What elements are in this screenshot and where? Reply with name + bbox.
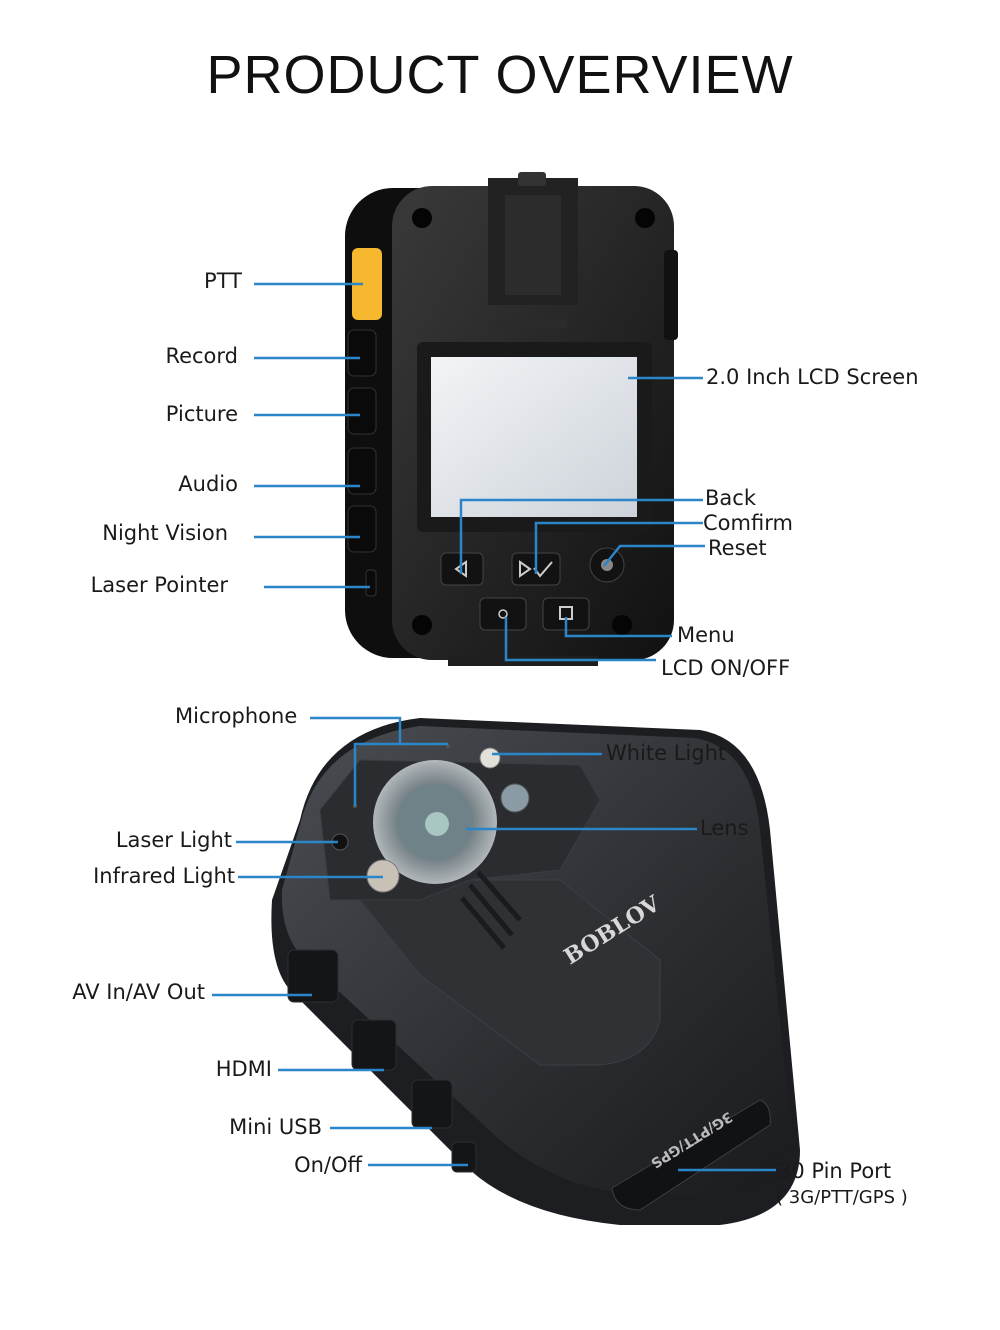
picture-button [347, 387, 377, 435]
label-lcd-on-off: LCD ON/OFF [661, 656, 791, 680]
label-confirm: Comfirm [703, 511, 793, 535]
screw-icon [635, 208, 655, 228]
screw-icon [612, 615, 632, 635]
label-infrared-light: Infrared Light [93, 864, 235, 888]
label-menu: Menu [677, 623, 735, 647]
label-reset: Reset [708, 536, 767, 560]
vent-ridges [460, 870, 522, 950]
night-vision-button [347, 505, 377, 553]
laser-pointer-switch [365, 569, 377, 597]
label-audio: Audio [178, 472, 238, 496]
label-av: AV In/AV Out [72, 980, 205, 1004]
infrared-light [500, 783, 530, 813]
leader-lcd-on-off [504, 617, 656, 662]
label-ptt: PTT [204, 269, 242, 293]
clip-latch [518, 172, 546, 186]
label-pin-port: 30 Pin Port [778, 1159, 892, 1183]
label-record: Record [165, 344, 238, 368]
label-back: Back [705, 486, 756, 510]
hdmi-port [351, 1019, 397, 1071]
record-button [347, 329, 377, 377]
leader-confirm [534, 521, 703, 574]
label-mini-usb: Mini USB [229, 1115, 322, 1139]
brand-plate [359, 879, 661, 1066]
label-laser-light: Laser Light [115, 828, 232, 852]
lcd-screen [431, 357, 637, 517]
screw-icon [412, 615, 432, 635]
label-laser-pointer: Laser Pointer [90, 573, 228, 597]
label-hdmi: HDMI [215, 1057, 272, 1081]
speaker-grill [498, 320, 568, 328]
reset-icon [601, 559, 613, 571]
side-rail [664, 250, 678, 340]
ptt-button [352, 248, 382, 320]
belt-clip-inner [505, 195, 561, 295]
leader-reset [603, 544, 705, 567]
leader-back [459, 498, 703, 574]
page-title: PRODUCT OVERVIEW [206, 45, 794, 105]
label-picture: Picture [165, 402, 238, 426]
usb-port [411, 1079, 453, 1129]
label-lens: Lens [700, 816, 749, 840]
screw-icon [412, 208, 432, 228]
leader-lines [212, 282, 776, 1172]
pin-port-cover [611, 1099, 771, 1211]
av-port [287, 949, 339, 1003]
label-pin-port-sub: ( 3G/PTT/GPS ) [776, 1187, 908, 1208]
leader-menu [564, 617, 672, 638]
white-light [479, 747, 501, 769]
sun-icon [498, 609, 508, 619]
label-microphone: Microphone [175, 704, 298, 728]
bottom-camera-view: BOBLOV 3G/PTT/GPS [271, 718, 800, 1225]
top-camera-view [345, 172, 678, 666]
audio-button [347, 447, 377, 495]
label-lcd-screen: 2.0 Inch LCD Screen [706, 365, 919, 389]
label-night-vision: Night Vision [102, 521, 228, 545]
power-button [451, 1141, 477, 1173]
lens-core [425, 812, 449, 836]
label-on-off: On/Off [294, 1153, 362, 1177]
lcd-on-off-button [479, 597, 527, 631]
label-white-light: White Light [606, 741, 727, 765]
